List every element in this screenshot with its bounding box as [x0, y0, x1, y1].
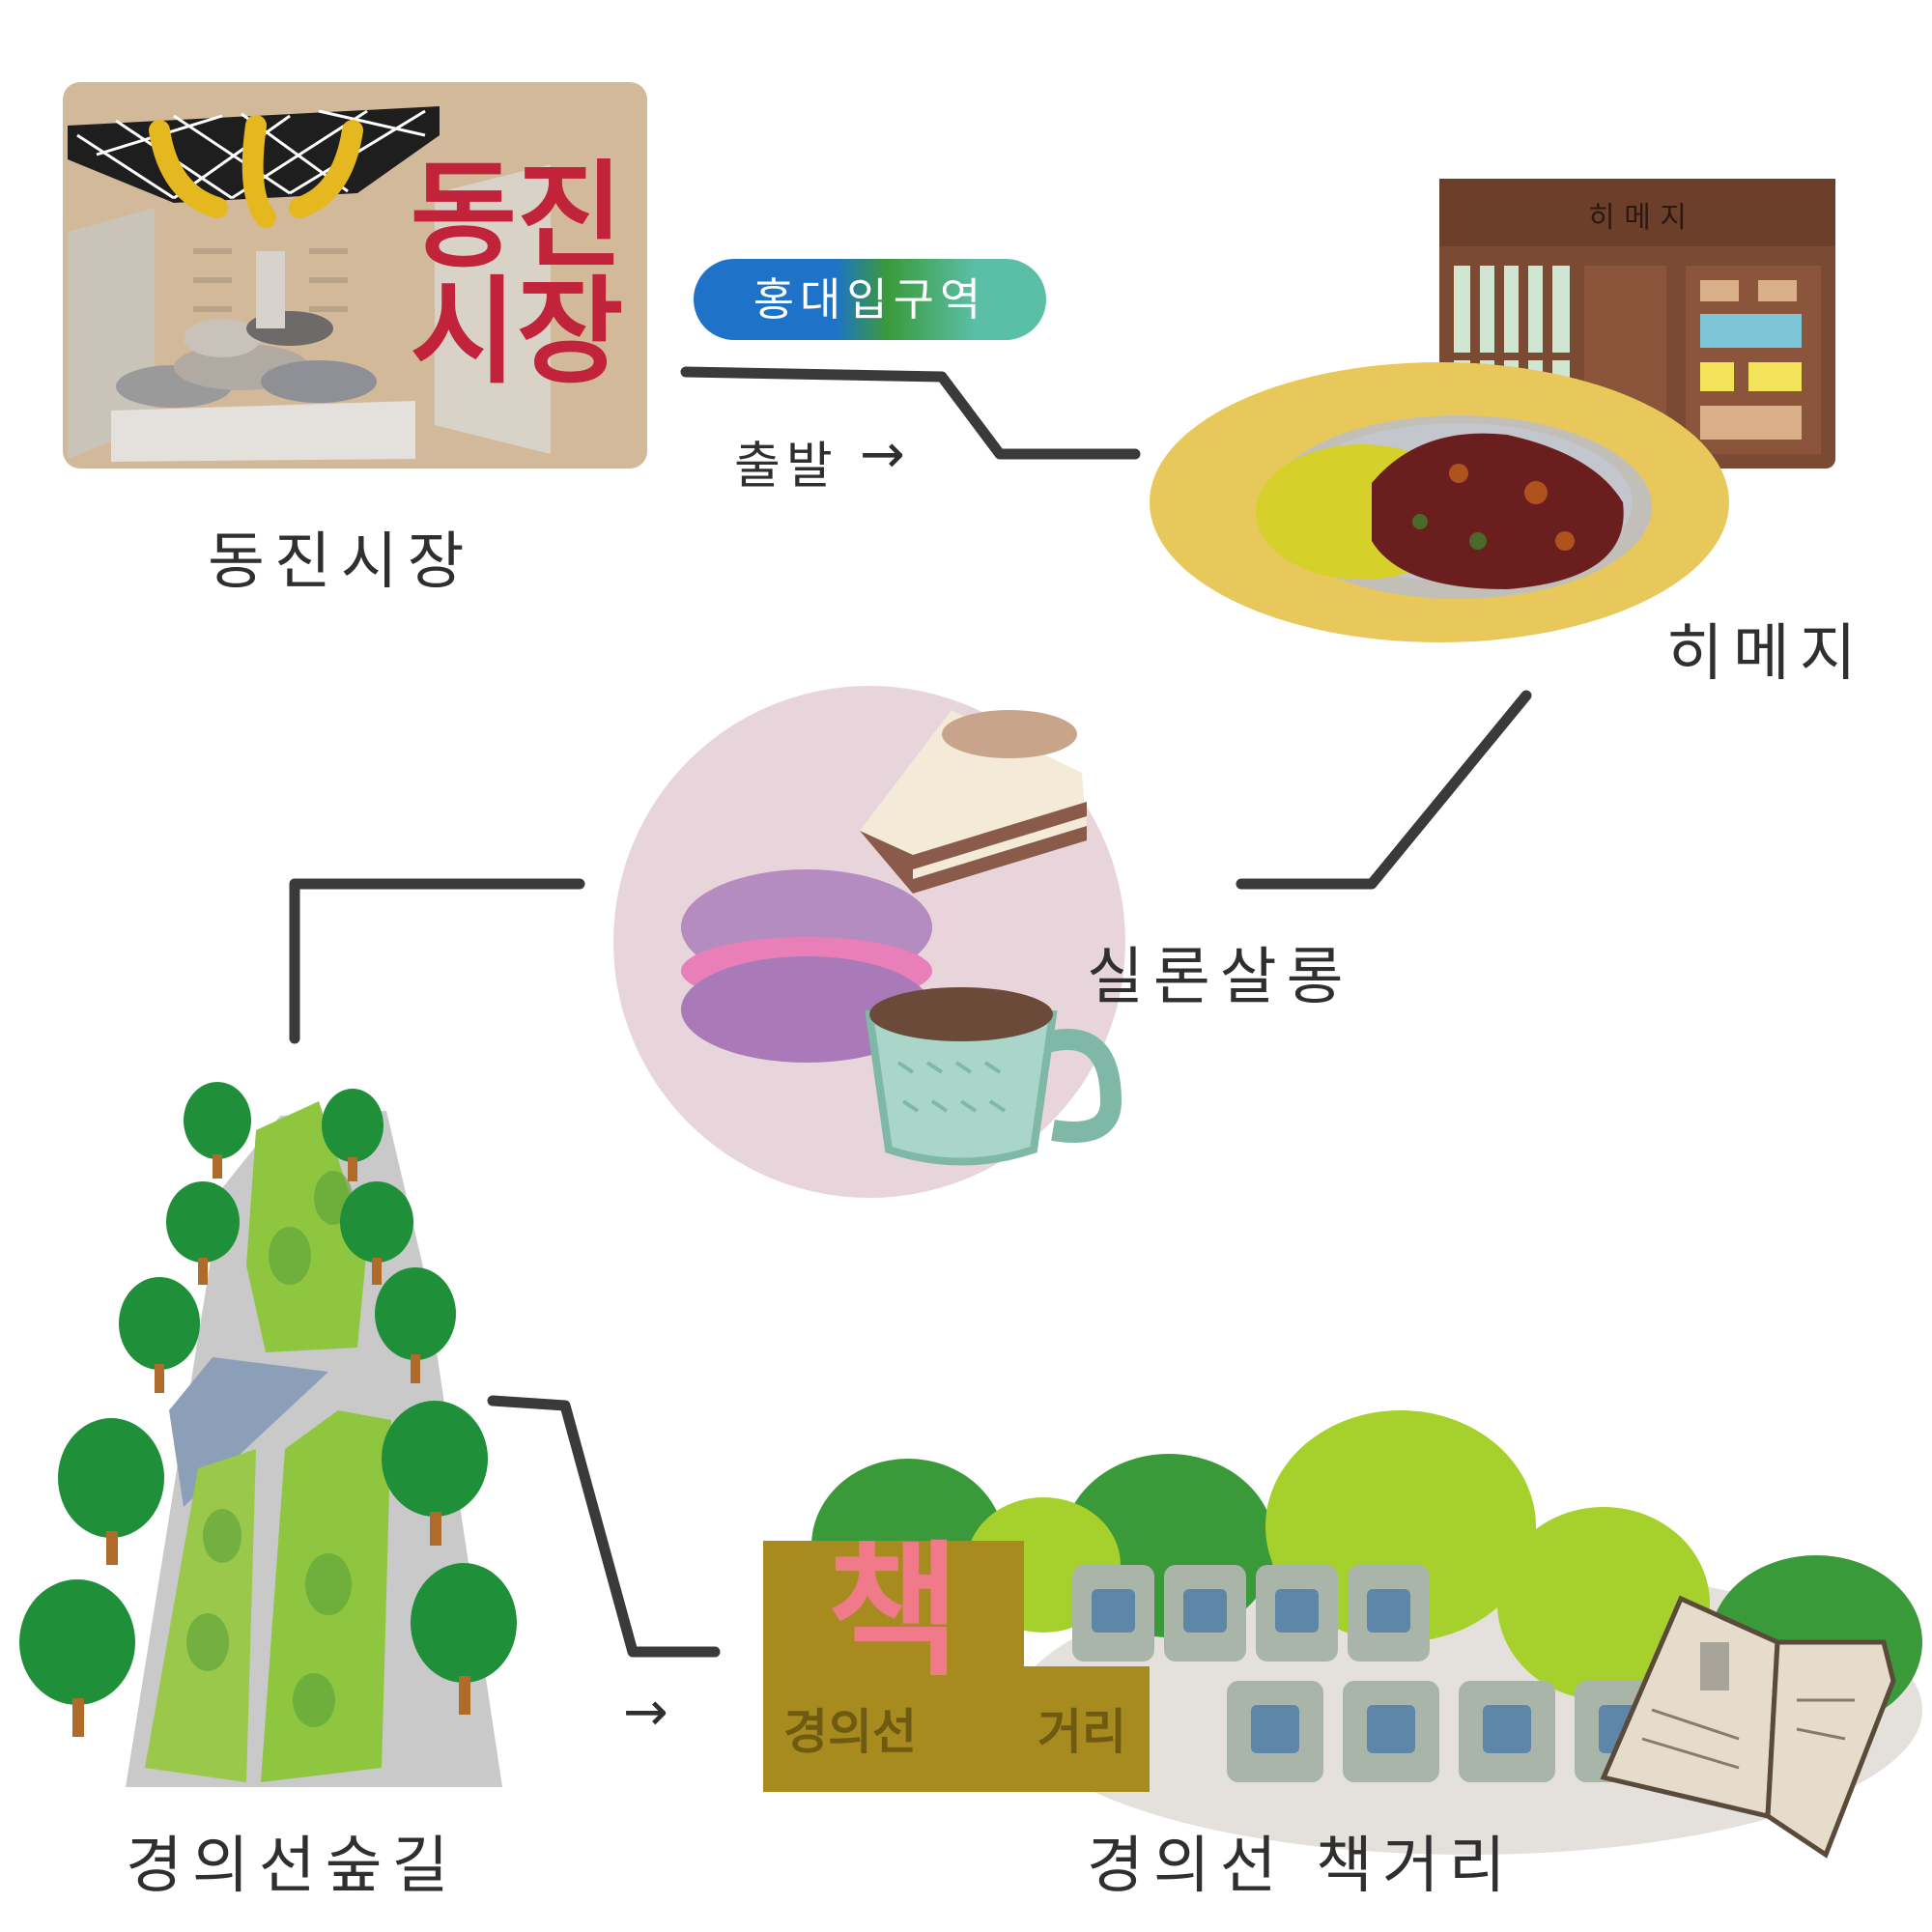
station-badge: 홍대입구역: [694, 259, 1046, 340]
cup-icon: [865, 987, 1122, 1166]
route-lines: [289, 366, 1532, 1658]
dongjin-market-label: 동진시장: [208, 526, 474, 598]
himeji-label: 히메지: [1666, 618, 1866, 690]
forest-path-illustration: [19, 1082, 517, 1787]
book-sign-right: 거리: [1037, 1704, 1126, 1760]
start-arrow-icon: →: [860, 423, 905, 486]
forest-path-label: 경의선숲길: [126, 1831, 459, 1902]
book-street-label: 경의선 책거리: [1087, 1831, 1516, 1902]
fabric-pile-icon: [116, 251, 377, 408]
salon-illustration: [613, 686, 1125, 1198]
himeji-illustration: 히 메 지: [1150, 179, 1835, 642]
route-segment-4: [487, 1395, 721, 1658]
market-roof-icon: [68, 106, 440, 228]
dongjin-market-illustration: 동진 시장: [63, 82, 647, 469]
start-label: 출발: [734, 438, 838, 496]
market-sign-line1: 동진: [411, 150, 624, 284]
market-sign-line2: 시장: [411, 266, 624, 400]
book-icon: [1600, 1595, 1896, 1859]
end-arrow-icon: →: [623, 1681, 668, 1744]
book-sign-big: 책: [827, 1528, 960, 1696]
himeji-sign: 히 메 지: [1588, 201, 1687, 235]
cake-icon: [860, 710, 1087, 894]
route-segment-1: [680, 366, 1141, 460]
route-segment-2: [1236, 690, 1532, 890]
book-street-illustration: 책 경의선 거리: [763, 1410, 1922, 1859]
curry-plate-icon: [1150, 362, 1729, 642]
tree-icon: [19, 1082, 517, 1737]
book-sign-left: 경의선: [783, 1704, 917, 1760]
salon-label: 실론살롱: [1087, 942, 1353, 1013]
route-segment-3: [289, 878, 585, 1044]
